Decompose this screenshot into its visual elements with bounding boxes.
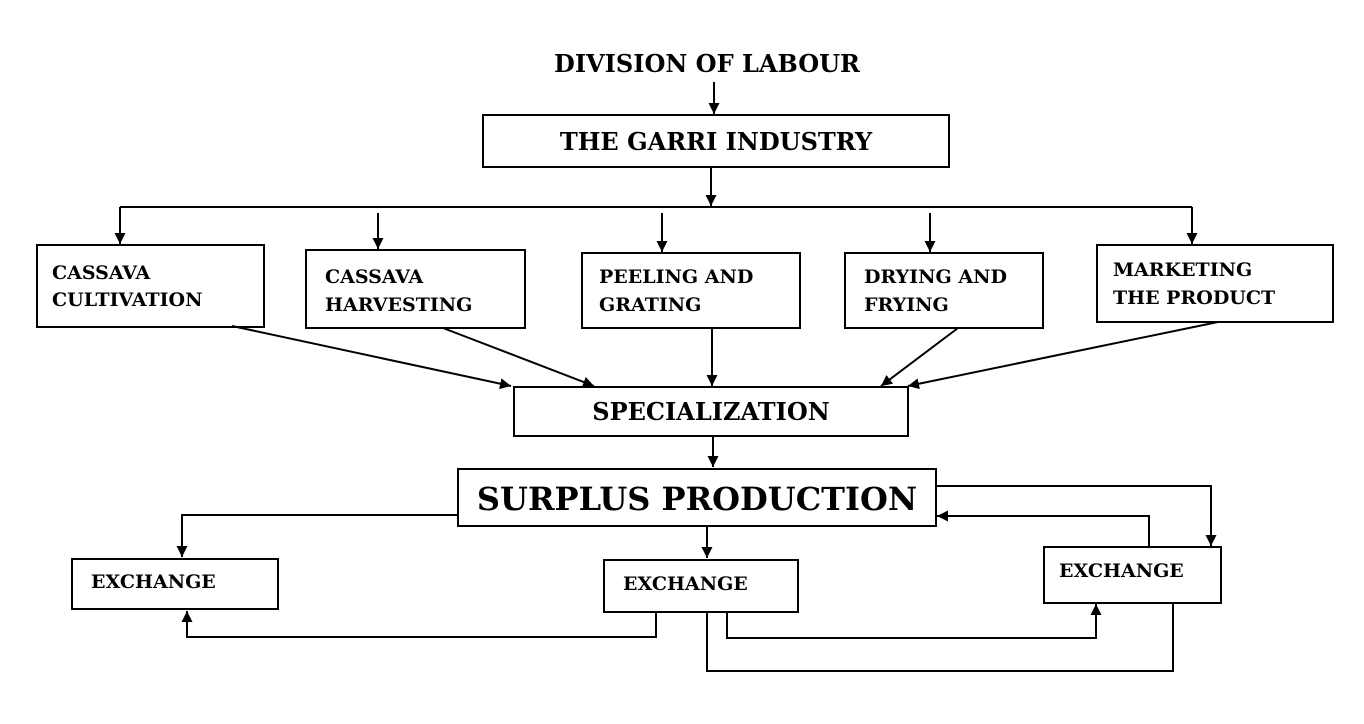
surplus-production-label: SURPLUS PRODUCTION: [477, 480, 917, 518]
exchange-node-middle: EXCHANGE: [603, 559, 799, 613]
specialization-node: SPECIALIZATION: [513, 386, 909, 437]
arrow-exchange-right-to-surplus: [937, 510, 1150, 546]
process-peeling-line2: GRATING: [599, 294, 701, 316]
process-drying-line1: DRYING AND: [864, 266, 1007, 288]
exchange-left-label: EXCHANGE: [91, 571, 216, 593]
process-cultivation-line2: CULTIVATION: [52, 289, 202, 311]
diagram-title: DIVISION OF LABOUR: [554, 49, 861, 78]
arrow-exchange-middle-to-left: [181, 611, 657, 638]
exchange-node-left: EXCHANGE: [71, 558, 279, 610]
process-marketing-line2: THE PRODUCT: [1113, 287, 1275, 309]
arrow-surplus-to-exchange-right: [936, 485, 1217, 546]
process-node-marketing: MARKETING THE PRODUCT: [1096, 244, 1334, 323]
arrow-cultivation-to-specialization: [231, 325, 512, 390]
arrow-harvesting-to-specialization: [442, 327, 595, 388]
process-peeling-line1: PEELING AND: [599, 266, 753, 288]
process-node-harvesting: CASSAVA HARVESTING: [305, 249, 526, 329]
specialization-label: SPECIALIZATION: [592, 397, 829, 426]
process-node-drying: DRYING AND FRYING: [844, 252, 1044, 329]
process-drying-line2: FRYING: [864, 294, 949, 316]
process-node-cultivation: CASSAVA CULTIVATION: [36, 244, 265, 328]
process-cultivation-line1: CASSAVA: [52, 262, 151, 284]
exchange-node-right: EXCHANGE: [1043, 546, 1222, 604]
exchange-middle-label: EXCHANGE: [623, 573, 748, 595]
arrow-exchange-middle-to-right: [726, 604, 1102, 639]
arrow-marketing-to-specialization: [907, 321, 1219, 390]
process-harvesting-line2: HARVESTING: [325, 294, 472, 316]
arrow-drying-to-specialization: [880, 327, 959, 387]
industry-label: THE GARRI INDUSTRY: [560, 127, 873, 156]
process-node-peeling: PEELING AND GRATING: [581, 252, 801, 329]
industry-node: THE GARRI INDUSTRY: [482, 114, 950, 168]
process-harvesting-line1: CASSAVA: [325, 266, 424, 288]
surplus-production-node: SURPLUS PRODUCTION: [457, 468, 937, 527]
exchange-right-label: EXCHANGE: [1059, 560, 1184, 582]
arrow-surplus-to-exchange-left: [176, 514, 458, 557]
process-marketing-line1: MARKETING: [1113, 259, 1252, 281]
connector-exchange-middle-right-loop: [706, 603, 1174, 672]
